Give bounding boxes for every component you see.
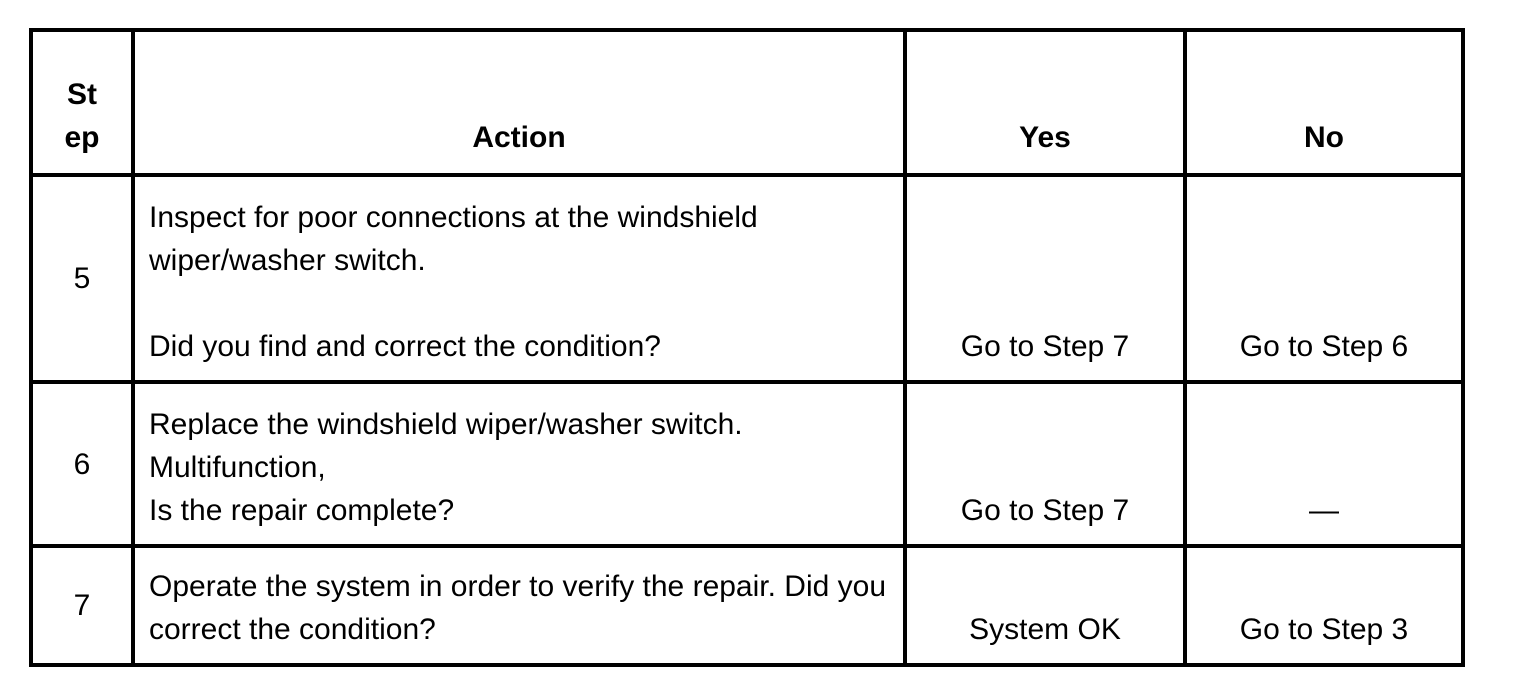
- action-line: Inspect for poor connections at the wind…: [149, 201, 758, 234]
- no-cell: Go to Step 6: [1183, 173, 1465, 384]
- header-cell-no: No: [1183, 28, 1465, 177]
- header-cell-action: Action: [131, 28, 907, 177]
- step-cell: 5: [29, 173, 135, 384]
- yes-cell: Go to Step 7: [903, 173, 1187, 384]
- no-cell: —: [1183, 380, 1465, 548]
- header-step-line-1: St: [67, 78, 97, 111]
- step-cell: 6: [29, 380, 135, 548]
- action-line: correct the condition?: [149, 613, 436, 646]
- table-row-step-5: 5 Inspect for poor connections at the wi…: [29, 173, 1465, 384]
- action-line: Is the repair complete?: [149, 494, 455, 527]
- action-cell: Inspect for poor connections at the wind…: [131, 173, 907, 384]
- action-line: wiper/washer switch.: [149, 244, 426, 277]
- action-cell: Operate the system in order to verify th…: [131, 544, 907, 667]
- action-line-spacer: [149, 282, 893, 325]
- diagnostic-table: St ep Action Yes No 5 Inspect for poor c…: [29, 28, 1465, 667]
- action-line: Replace the windshield wiper/washer swit…: [149, 408, 743, 441]
- header-cell-step: St ep: [29, 28, 135, 177]
- header-step-line-2: ep: [64, 121, 100, 154]
- header-cell-yes: Yes: [903, 28, 1187, 177]
- no-cell: Go to Step 3: [1183, 544, 1465, 667]
- yes-cell: System OK: [903, 544, 1187, 667]
- header-row: St ep Action Yes No: [29, 28, 1465, 177]
- action-cell: Replace the windshield wiper/washer swit…: [131, 380, 907, 548]
- action-line: Operate the system in order to verify th…: [149, 570, 887, 603]
- action-line: Did you find and correct the condition?: [149, 330, 661, 363]
- step-cell: 7: [29, 544, 135, 667]
- yes-cell: Go to Step 7: [903, 380, 1187, 548]
- action-line: Multifunction,: [149, 451, 326, 484]
- table-row-step-6: 6 Replace the windshield wiper/washer sw…: [29, 380, 1465, 548]
- table-row-step-7: 7 Operate the system in order to verify …: [29, 544, 1465, 667]
